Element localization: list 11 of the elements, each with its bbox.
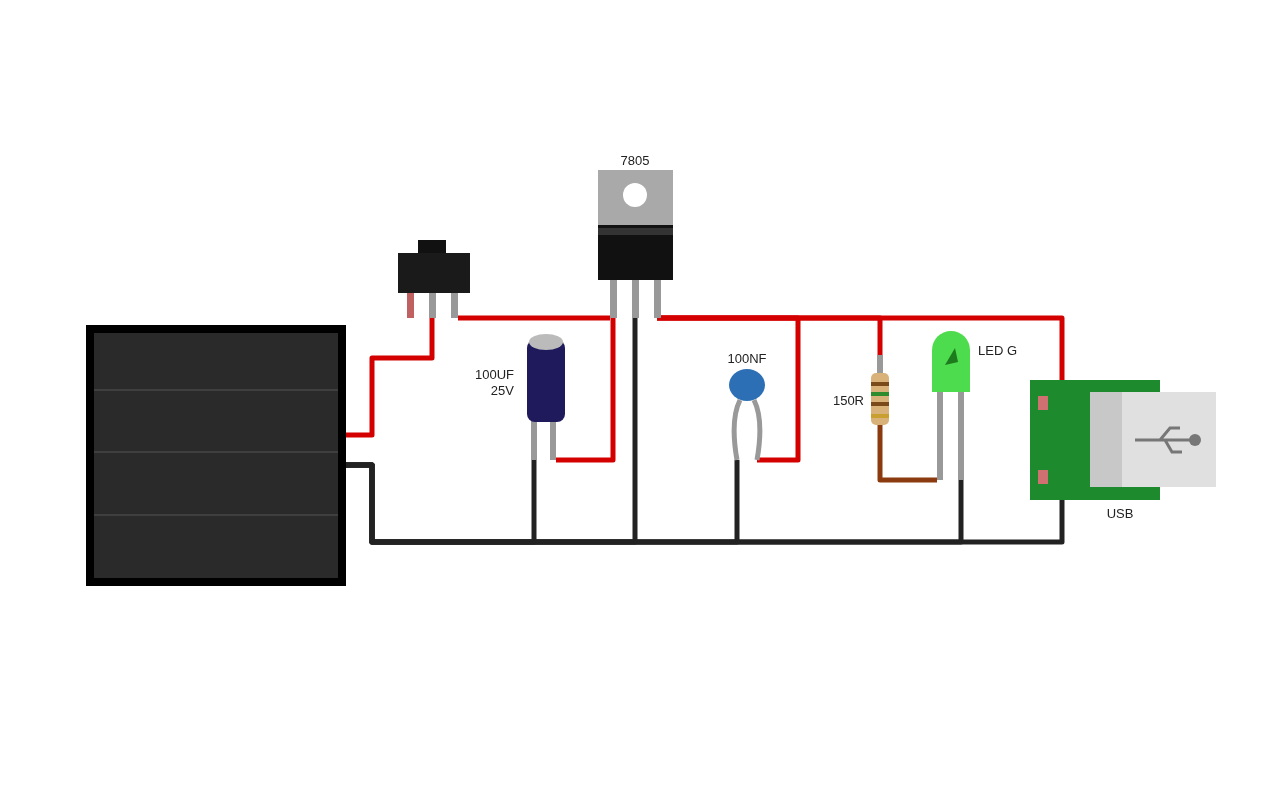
wire [556,318,616,463]
part-label: 100NF [727,351,767,367]
part-label: 7805 [620,153,650,169]
wire [657,315,1065,380]
wire [877,425,937,483]
part-label: USB [1106,506,1134,522]
wire [458,315,610,321]
part-label: 150R [832,393,864,409]
wire [346,318,435,438]
part-label: LED G [978,343,1017,359]
part-label: 100UF 25V [473,367,514,399]
